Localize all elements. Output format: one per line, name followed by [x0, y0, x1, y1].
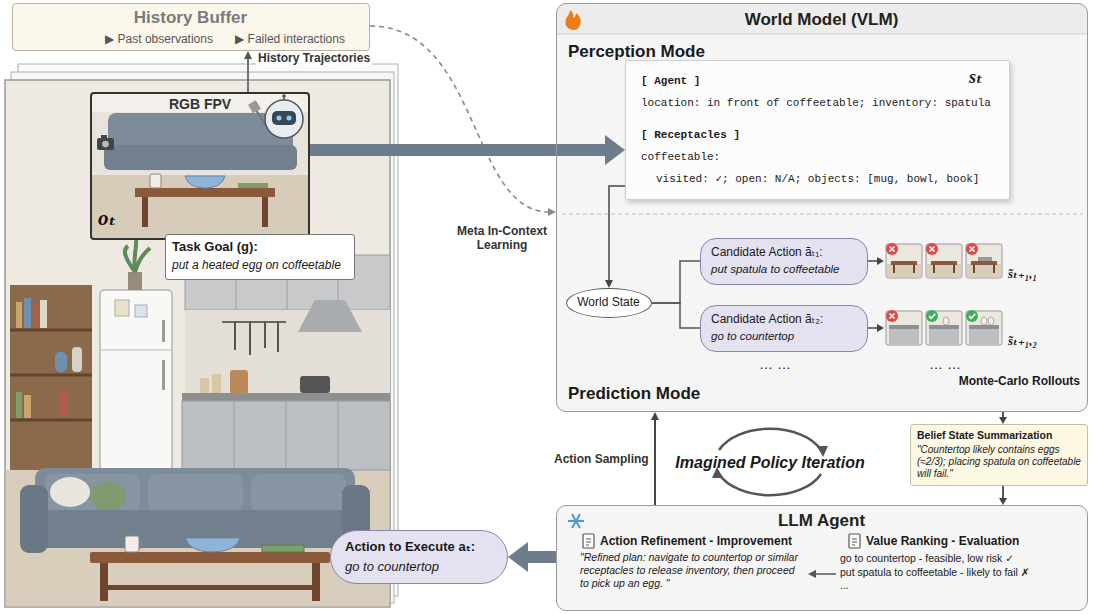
node-text: World State — [567, 295, 650, 309]
candidate-action-box: Candidate Action ãₜ₂: go to countertop — [700, 305, 868, 352]
node-text: [ Agent ] — [641, 75, 841, 88]
arrowhead — [877, 324, 884, 332]
connector — [868, 257, 884, 265]
connector — [652, 261, 700, 303]
connector — [868, 324, 884, 332]
state-card: [ Agent ] location: in front of coffeetab… — [625, 60, 1010, 200]
belief-box: Belief State Summarization "Countertop li… — [910, 424, 1088, 486]
node-text: s̃ₜ₊₁,₂ — [1008, 333, 1078, 349]
arrowhead — [605, 135, 625, 165]
connector — [244, 51, 252, 92]
node-text: s̃ₜ₊₁,₁ — [1008, 266, 1078, 282]
connector-line — [1002, 486, 1004, 499]
node-text: Task Goal (g): — [172, 239, 348, 255]
connector-line — [868, 260, 878, 262]
history-buffer: History Buffer ▶ Past observations▶ Faile… — [12, 3, 370, 51]
ranking-item: ... — [840, 579, 1086, 592]
step-heading: Value Ranking - Evaluation — [866, 534, 1081, 548]
fpv-picture — [91, 93, 309, 239]
node-text: [ Receptacles ] — [641, 129, 841, 142]
node-text: go to countertop — [345, 559, 501, 575]
section-heading: Perception Mode — [568, 42, 768, 62]
section-heading: Prediction Mode — [568, 384, 768, 404]
connector-line — [652, 261, 700, 303]
connector-line — [247, 58, 249, 92]
arrowhead — [877, 257, 884, 265]
connector — [370, 26, 556, 216]
arrowhead — [548, 208, 556, 216]
arrowhead — [999, 417, 1007, 424]
node-text: Candidate Action ãₜ₂: — [711, 312, 861, 326]
connector-line — [370, 26, 549, 212]
connector — [999, 486, 1007, 505]
rollouts-caption: Monte-Carlo Rollouts — [930, 374, 1080, 388]
connector — [652, 303, 700, 328]
connector — [999, 412, 1007, 424]
edge-label: History Trajectories — [256, 51, 372, 65]
node-text: oₜ — [98, 206, 138, 230]
node-text: visited: ✓; open: N/A; objects: [mug, bo… — [656, 173, 1001, 186]
fpv-frame: RGB FPV oₜ — [90, 92, 310, 240]
connector-line — [652, 303, 700, 328]
node-text: sₜ — [969, 67, 1005, 89]
node-text: "Countertop likely contains eggs (≈2/3);… — [917, 444, 1081, 480]
arrowhead — [244, 51, 252, 59]
connector-line — [609, 186, 625, 281]
node-text: Candidate Action ãₜ₁: — [711, 245, 861, 259]
node-text: ▶ Past observations — [105, 32, 233, 46]
node-text: RGB FPV — [92, 96, 308, 113]
ellipsis: … … — [745, 356, 805, 373]
arrowhead — [999, 498, 1007, 505]
connector — [508, 542, 556, 572]
llm-agent-panel-ground — [556, 505, 1088, 611]
node-text: coffeetable: — [641, 151, 841, 164]
arrowhead — [651, 412, 659, 420]
ranking-item: put spatula to coffeetable - likely to f… — [840, 566, 1086, 579]
task-goal-box: Task Goal (g): put a heated egg on coffee… — [165, 234, 355, 280]
node-text: Action to Execute aₜ: — [345, 539, 501, 555]
connector-line — [310, 144, 606, 156]
connector-line — [654, 419, 656, 505]
node-text: History Buffer — [13, 8, 368, 28]
candidate-action-box: Candidate Action ãₜ₁: put spatula to coff… — [700, 238, 868, 285]
ranking-item: go to countertop - feasible, low risk ✓ — [840, 552, 1086, 565]
connector-line — [868, 327, 878, 329]
ellipsis: … … — [915, 356, 975, 373]
step-heading: Action Refinement - Improvement — [600, 534, 820, 548]
connector — [310, 135, 625, 165]
rollout-stack: s̃ₜ₊₁,₂ — [884, 303, 1080, 353]
arrowhead — [508, 542, 528, 572]
connector-line — [527, 551, 556, 563]
node-text: Belief State Summarization — [917, 429, 1081, 442]
rollout-tiles — [886, 243, 1002, 345]
node-text: go to countertop — [711, 330, 861, 344]
node-text: put a heated egg on coffeetable — [172, 258, 348, 272]
connector — [651, 412, 659, 505]
edge-label: Action Sampling — [552, 452, 651, 466]
world-model-panel-ground — [556, 3, 1088, 412]
node-text: LLM Agent — [557, 511, 1086, 531]
connector — [605, 186, 625, 288]
node-text: location: in front of coffeetable; inven… — [641, 97, 1001, 110]
world-model-panel: World Model (VLM) [ Agent ] location: in f… — [556, 3, 1088, 412]
loop-label: Imagined Policy Iteration — [665, 453, 875, 472]
action-pill: Action to Execute aₜ: go to countertop — [330, 530, 508, 584]
edge-label: Meta In-Context Learning — [450, 224, 554, 253]
refined-plan-quote: "Refined plan: navigate to countertop or… — [580, 551, 805, 590]
node-text: put spatula to coffeetable — [711, 263, 861, 277]
rollout-stack: s̃ₜ₊₁,₁ — [884, 236, 1080, 286]
world-state-ellipse: World State — [566, 288, 652, 318]
arrowhead — [605, 280, 613, 288]
node-text: World Model (VLM) — [557, 10, 1086, 30]
node-text: ▶ Failed interactions — [235, 32, 367, 46]
